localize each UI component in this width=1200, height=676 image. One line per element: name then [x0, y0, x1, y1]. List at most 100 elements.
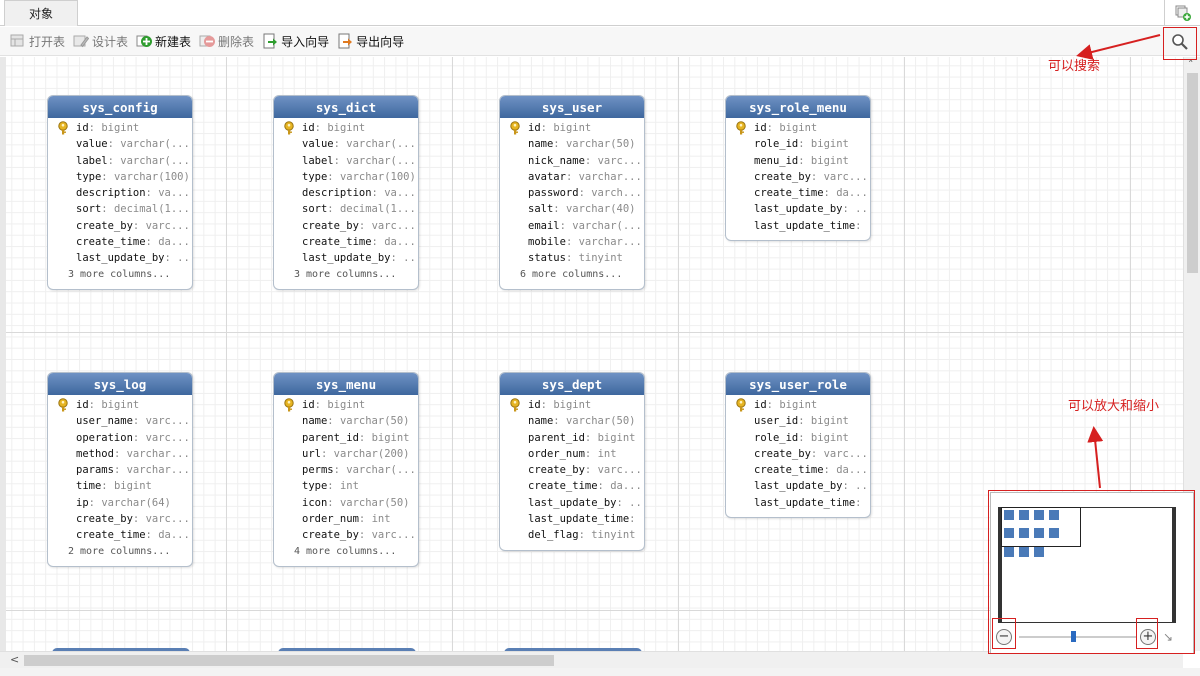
column-row[interactable]: last_update_time: ... [500, 511, 644, 527]
column-row[interactable]: method: varchar... [48, 446, 192, 462]
column-row[interactable]: create_by: varc... [48, 511, 192, 527]
column-row[interactable]: password: varch... [500, 185, 644, 201]
column-row[interactable]: last_update_by: ... [48, 250, 192, 266]
column-row[interactable]: ip: varchar(64) [48, 495, 192, 511]
column-row[interactable]: email: varchar(... [500, 218, 644, 234]
column-row[interactable]: mobile: varchar... [500, 234, 644, 250]
more-columns-label[interactable]: 3 more columns... [294, 268, 397, 280]
horizontal-scrollbar[interactable]: < [0, 651, 1183, 668]
open-table-button[interactable]: 打开表 [10, 30, 65, 52]
column-row[interactable]: create_time: da... [726, 462, 870, 478]
column-row[interactable]: label: varchar(... [274, 153, 418, 169]
vertical-scroll-thumb[interactable] [1187, 73, 1198, 273]
column-row[interactable]: value: varchar(... [274, 136, 418, 152]
column-row[interactable]: role_id: bigint [726, 430, 870, 446]
column-row[interactable]: name: varchar(50) [274, 413, 418, 429]
column-row[interactable]: time: bigint [48, 478, 192, 494]
column-row[interactable]: sort: decimal(1... [274, 201, 418, 217]
zoom-out-icon[interactable]: − [996, 629, 1012, 645]
column-row[interactable]: icon: varchar(50) [274, 495, 418, 511]
column-row[interactable]: id: bigint [726, 397, 870, 413]
column-row[interactable]: description: va... [274, 185, 418, 201]
column-row[interactable]: create_by: varc... [726, 169, 870, 185]
column-row[interactable]: create_by: varc... [274, 218, 418, 234]
design-table-button[interactable]: 设计表 [73, 30, 128, 52]
column-row[interactable]: salt: varchar(40) [500, 201, 644, 217]
column-row[interactable]: last_update_by: ... [500, 495, 644, 511]
resize-grip-icon[interactable]: ↘ [1163, 630, 1174, 644]
minimap-panel[interactable]: − + ↘ [990, 492, 1194, 654]
search-button[interactable] [1166, 30, 1194, 56]
column-row[interactable]: value: varchar(... [48, 136, 192, 152]
column-row[interactable]: avatar: varchar... [500, 169, 644, 185]
column-row[interactable]: id: bigint [274, 120, 418, 136]
column-row[interactable]: perms: varchar(... [274, 462, 418, 478]
column-row[interactable]: create_time: da... [500, 478, 644, 494]
column-row[interactable]: nick_name: varc... [500, 153, 644, 169]
more-columns-label[interactable]: 2 more columns... [68, 545, 171, 557]
column-row[interactable]: name: varchar(50) [500, 413, 644, 429]
column-row[interactable]: id: bigint [48, 120, 192, 136]
column-row[interactable]: id: bigint [726, 120, 870, 136]
column-row[interactable]: parent_id: bigint [500, 430, 644, 446]
zoom-slider-knob[interactable] [1071, 631, 1076, 642]
column-row[interactable]: url: varchar(200) [274, 446, 418, 462]
column-row[interactable]: create_time: da... [48, 527, 192, 543]
column-row[interactable]: del_flag: tinyint [500, 527, 644, 543]
column-row[interactable]: order_num: int [500, 446, 644, 462]
more-columns-label[interactable]: 4 more columns... [294, 545, 397, 557]
column-row[interactable]: status: tinyint [500, 250, 644, 266]
column-row[interactable]: params: varchar... [48, 462, 192, 478]
column-row[interactable]: id: bigint [500, 397, 644, 413]
zoom-slider[interactable] [1019, 636, 1137, 638]
column-row[interactable]: last_update_time: ... [726, 495, 870, 511]
scroll-up-icon[interactable]: ˄ [1188, 58, 1194, 71]
column-row[interactable]: label: varchar(... [48, 153, 192, 169]
column-row[interactable]: user_id: bigint [726, 413, 870, 429]
column-row[interactable]: id: bigint [48, 397, 192, 413]
tab-objects[interactable]: 对象 [4, 0, 78, 26]
export-wizard-button[interactable]: 导出向导 [337, 30, 404, 52]
delete-table-button[interactable]: 删除表 [199, 30, 254, 52]
column-row[interactable]: create_by: varc... [500, 462, 644, 478]
column-row[interactable]: create_time: da... [726, 185, 870, 201]
column-row[interactable]: name: varchar(50) [500, 136, 644, 152]
column-row[interactable]: create_by: varc... [48, 218, 192, 234]
horizontal-scroll-thumb[interactable] [24, 655, 554, 666]
column-row[interactable]: type: varchar(100) [274, 169, 418, 185]
column-row[interactable]: operation: varc... [48, 430, 192, 446]
column-row[interactable]: last_update_by: ... [726, 478, 870, 494]
column-row[interactable]: type: varchar(100) [48, 169, 192, 185]
column-row[interactable]: order_num: int [274, 511, 418, 527]
column-row[interactable]: type: int [274, 478, 418, 494]
column-row[interactable]: create_by: varc... [274, 527, 418, 543]
scroll-left-icon[interactable]: < [10, 653, 20, 666]
import-wizard-button[interactable]: 导入向导 [262, 30, 329, 52]
column-row[interactable]: last_update_by: ... [274, 250, 418, 266]
column-row[interactable]: id: bigint [500, 120, 644, 136]
column-row[interactable]: create_time: da... [48, 234, 192, 250]
zoom-in-icon[interactable]: + [1140, 629, 1156, 645]
column-row[interactable]: parent_id: bigint [274, 430, 418, 446]
column-row[interactable]: create_time: da... [274, 234, 418, 250]
column-row[interactable]: sort: decimal(1... [48, 201, 192, 217]
minimap-viewport[interactable] [1001, 507, 1081, 547]
column-row[interactable]: id: bigint [274, 397, 418, 413]
column-row[interactable]: role_id: bigint [726, 136, 870, 152]
new-table-button[interactable]: 新建表 [136, 30, 191, 52]
column-row[interactable]: description: va... [48, 185, 192, 201]
more-columns-label[interactable]: 6 more columns... [520, 268, 623, 280]
new-query-icon[interactable] [1164, 0, 1200, 26]
more-columns-label[interactable]: 3 more columns... [68, 268, 171, 280]
column-row[interactable]: last_update_time: ... [726, 218, 870, 234]
column-row[interactable]: user_name: varc... [48, 413, 192, 429]
